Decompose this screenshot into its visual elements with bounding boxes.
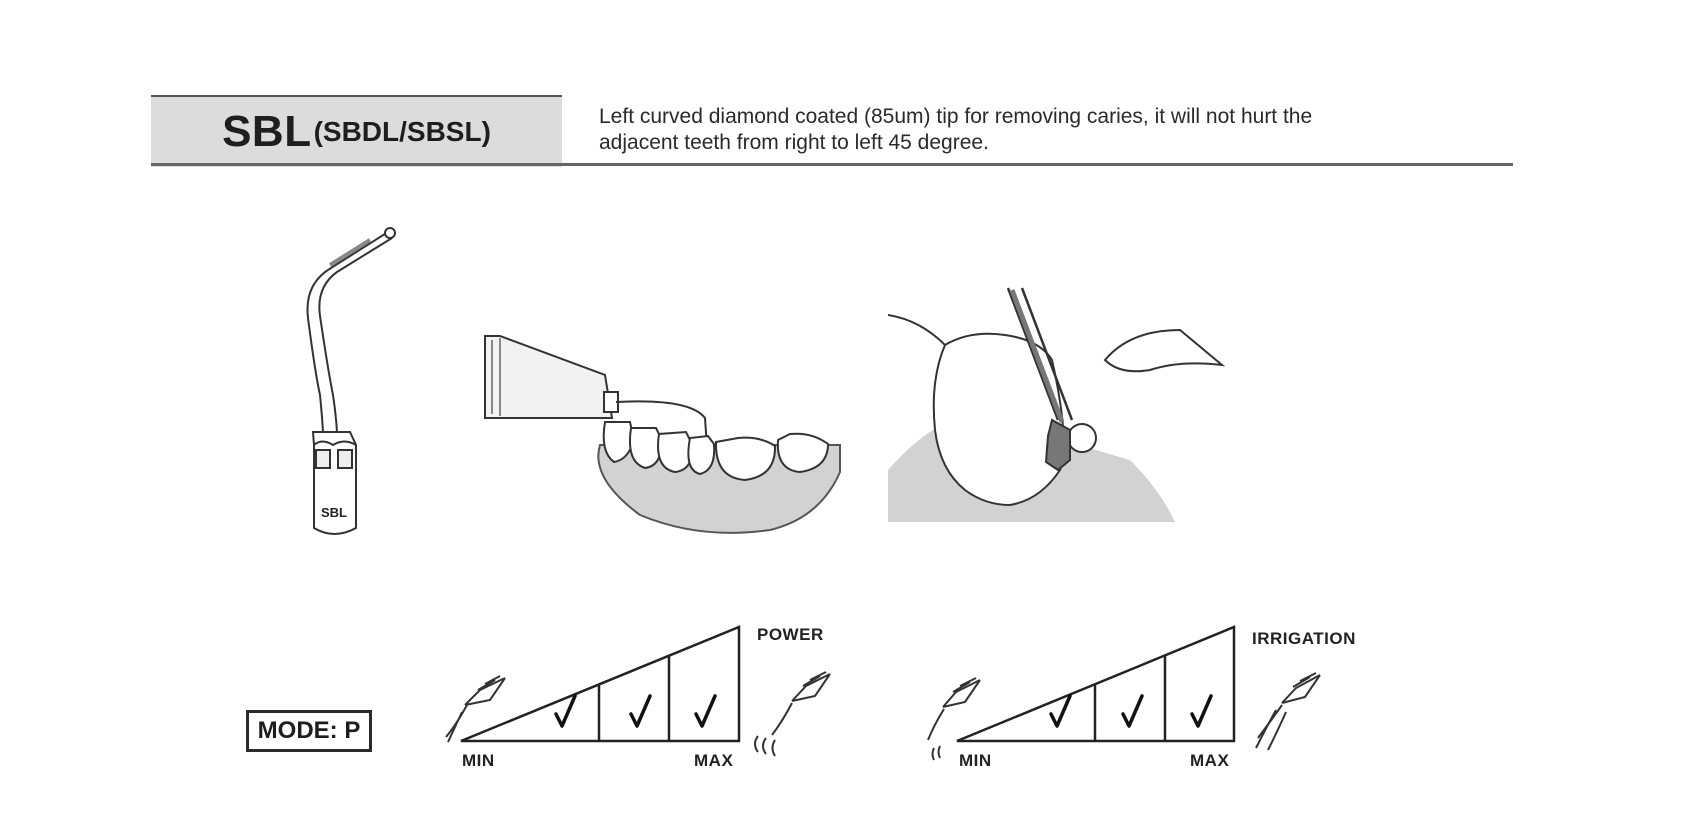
power-max-handpiece-icon [754,671,831,757]
irrigation-max-label: MAX [1190,751,1230,770]
irrigation-level-2-checkmark-icon [1121,694,1144,728]
product-description: Left curved diamond coated (85um) tip fo… [599,104,1459,156]
description-line-1: Left curved diamond coated (85um) tip fo… [599,105,1313,128]
irrigation-level-3-checkmark-icon [1190,694,1213,728]
irrigation-level-1-checkmark-icon [1049,694,1072,728]
irrigation-min-label: MIN [959,751,992,770]
power-level-3-checkmark-icon [694,694,717,728]
power-level-1-checkmark-icon [554,694,577,728]
mode-box: MODE: P [246,710,372,752]
irrigation-scale [956,625,1236,743]
irrigation-max-handpiece-icon [1255,672,1321,751]
product-code-header: SBL (SBDL/SBSL) [151,95,562,167]
power-scale [460,625,741,743]
irrigation-min-handpiece-icon [927,677,981,761]
product-variants: (SBDL/SBSL) [313,116,491,147]
tooth-closeup-illustration [887,287,1226,522]
header-divider [151,163,1513,166]
irrigation-title: IRRIGATION [1252,629,1356,648]
handpiece-jaw-illustration [484,335,841,534]
tip-label: SBL [321,505,347,520]
power-level-2-checkmark-icon [629,694,652,728]
sbl-tip-illustration [306,227,396,535]
power-min-handpiece-icon [445,675,506,743]
power-max-label: MAX [694,751,734,770]
description-line-2: adjacent teeth from right to left 45 deg… [599,131,989,154]
product-code: SBL [222,107,312,156]
power-title: POWER [757,625,824,644]
mode-label: MODE: P [257,717,361,744]
power-min-label: MIN [462,751,495,770]
